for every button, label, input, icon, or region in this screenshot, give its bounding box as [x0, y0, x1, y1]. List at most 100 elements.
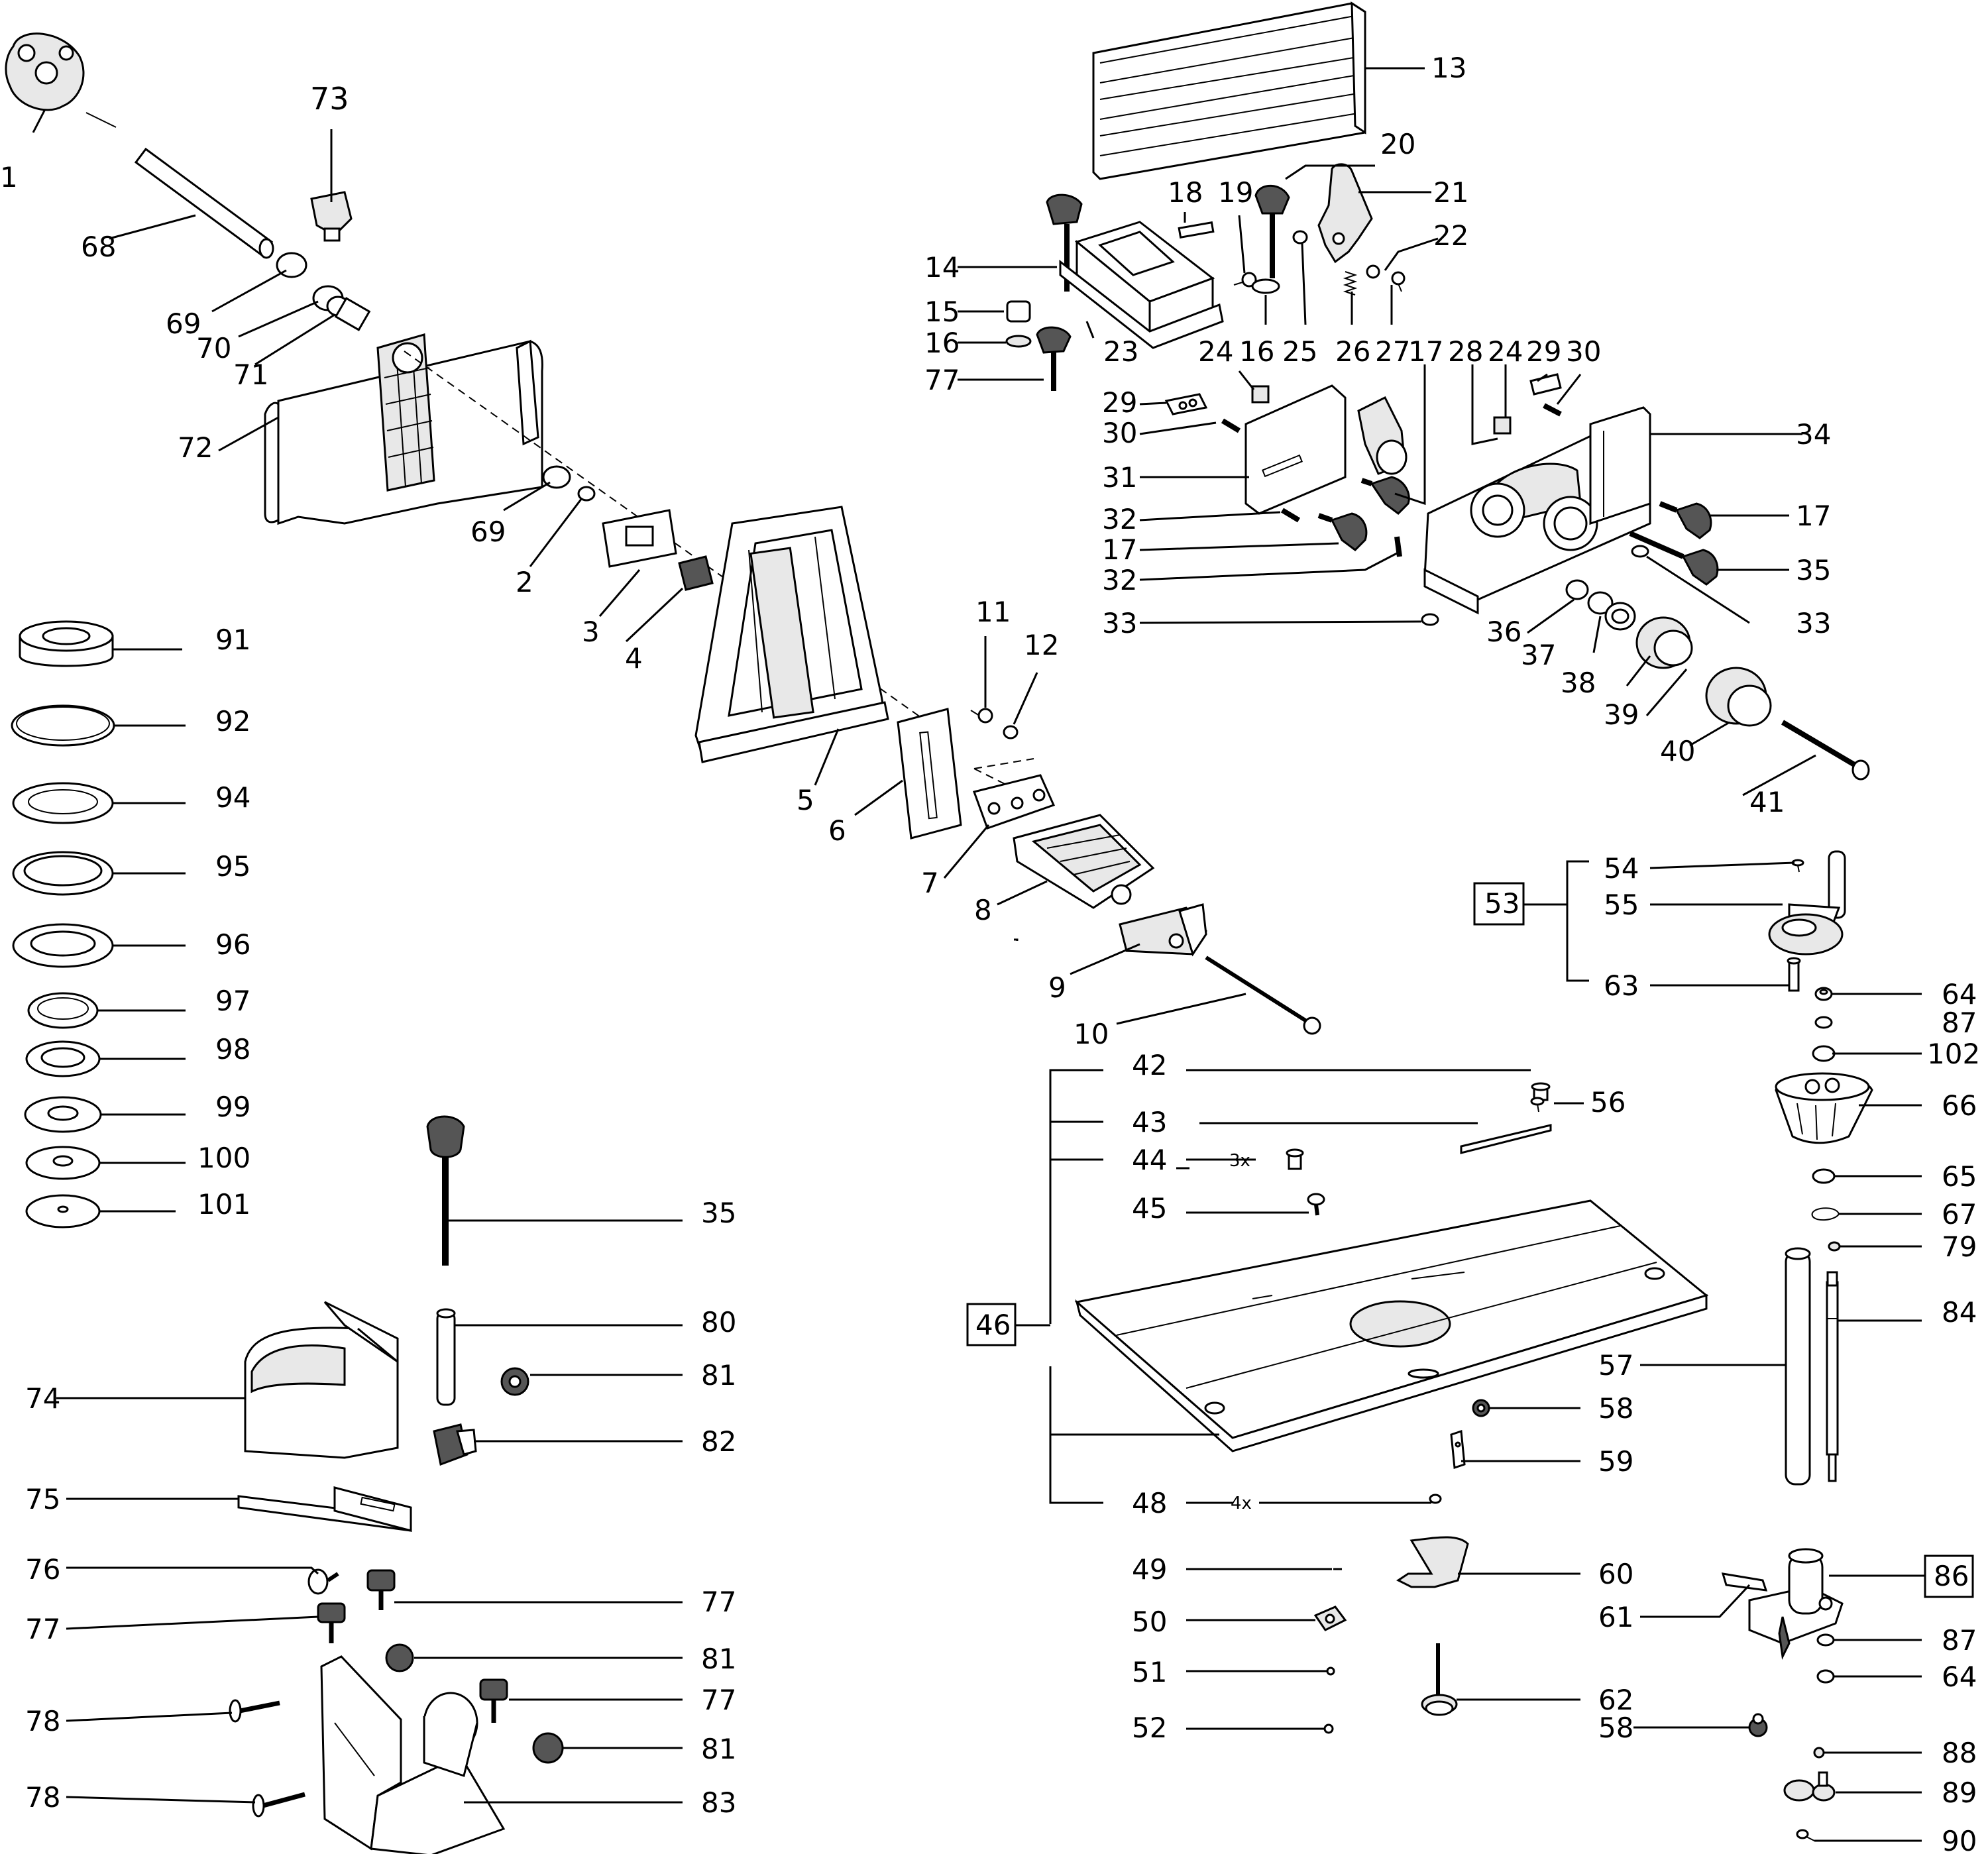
label-67: 67	[1942, 1198, 1977, 1230]
pin-80	[436, 1308, 456, 1406]
label-27: 27	[1375, 335, 1410, 368]
label-44: 44	[1132, 1144, 1167, 1176]
ruler-43	[1460, 1124, 1552, 1154]
label-87a: 87	[1942, 1007, 1977, 1039]
label-8: 8	[974, 894, 992, 926]
bolt-78a	[229, 1699, 280, 1723]
label-102: 102	[1927, 1038, 1980, 1070]
dust-hood-74	[244, 1301, 399, 1459]
label-32b: 32	[1102, 564, 1137, 596]
label-24a: 24	[1198, 335, 1233, 368]
nut-64a	[1814, 987, 1833, 1001]
key-18	[1178, 221, 1215, 239]
knob-17b	[1317, 512, 1368, 551]
label-31: 31	[1102, 461, 1137, 494]
label-88: 88	[1942, 1737, 1977, 1769]
label-43: 43	[1132, 1106, 1167, 1138]
ring-92	[11, 704, 115, 747]
bolt-41	[1781, 720, 1870, 781]
threaded-shaft-84	[1826, 1271, 1839, 1482]
label-29a: 29	[1102, 386, 1137, 419]
washer-33b	[1631, 545, 1649, 558]
label-75: 75	[25, 1483, 60, 1515]
ring-99	[24, 1096, 102, 1133]
part-79	[1828, 1241, 1841, 1252]
threaded-rod-10	[1205, 955, 1321, 1035]
label-55: 55	[1604, 889, 1639, 921]
label-81c: 81	[701, 1733, 736, 1765]
label-35a: 35	[1796, 554, 1831, 586]
ring-94	[12, 782, 114, 824]
clamp-plate-3	[602, 509, 677, 568]
washer-65	[1812, 1168, 1836, 1184]
label-1: 1	[0, 161, 18, 193]
label-3: 3	[582, 616, 600, 648]
label-99: 99	[215, 1091, 250, 1123]
nut-64b	[1816, 1669, 1835, 1684]
mount-plate-31	[1244, 384, 1408, 515]
assembly-box-86	[1924, 1554, 1974, 1598]
label-34: 34	[1796, 418, 1831, 451]
label-48: 48	[1132, 1487, 1167, 1519]
ring-36	[1565, 579, 1589, 600]
label-11: 11	[975, 596, 1011, 628]
frame-5	[694, 506, 889, 763]
label-97: 97	[215, 985, 250, 1017]
label-17a: 17	[1408, 335, 1443, 368]
quantity-48: 4x	[1231, 1494, 1252, 1513]
screw-56	[1530, 1097, 1545, 1113]
washer-12	[1003, 725, 1019, 739]
knob-40	[1705, 667, 1772, 727]
label-58b: 58	[1598, 1712, 1633, 1744]
lever-21	[1317, 163, 1373, 264]
label-78b: 78	[25, 1781, 60, 1814]
nut-39	[1635, 616, 1693, 669]
label-100: 100	[197, 1142, 250, 1174]
label-42: 42	[1132, 1049, 1167, 1081]
label-68: 68	[81, 231, 116, 263]
guide-rod	[134, 147, 274, 259]
label-56: 56	[1590, 1086, 1626, 1118]
ring-37	[1587, 591, 1614, 615]
pin-76	[307, 1568, 339, 1595]
shaft-63	[1787, 957, 1801, 992]
bracket-60	[1396, 1536, 1469, 1588]
label-72: 72	[178, 431, 213, 464]
label-30b: 30	[1566, 335, 1601, 368]
column-57	[1785, 1247, 1811, 1486]
label-7: 7	[921, 867, 939, 899]
screw-32b	[1394, 536, 1402, 557]
pin-62	[1421, 1643, 1458, 1716]
part-51	[1326, 1666, 1335, 1676]
label-33a: 33	[1102, 607, 1137, 639]
nut-15	[1006, 300, 1031, 323]
label-69b: 69	[470, 516, 506, 548]
part-labels: 1 68 73 69 70 71 72 69 2 3 4 5 6 7 8 9 1…	[0, 52, 1980, 1854]
label-91: 91	[215, 624, 250, 656]
screw-19	[1233, 272, 1257, 288]
label-49: 49	[1132, 1553, 1167, 1586]
label-4: 4	[625, 642, 643, 675]
spring-26	[1343, 271, 1358, 296]
part-88	[1813, 1747, 1825, 1759]
washer-33a	[1421, 613, 1439, 626]
head-casting-34	[1423, 406, 1651, 615]
label-82: 82	[701, 1425, 736, 1458]
aluminum-rail-13	[1092, 1, 1366, 180]
leader-lines	[32, 67, 1925, 1842]
crank-55	[1768, 850, 1846, 955]
label-16a: 16	[924, 327, 960, 359]
label-2: 2	[516, 566, 533, 598]
label-36: 36	[1486, 616, 1521, 648]
label-80: 80	[701, 1306, 736, 1338]
ring-95	[12, 851, 114, 896]
screw-58a	[1472, 1399, 1490, 1417]
label-98: 98	[215, 1033, 250, 1065]
label-46: 46	[975, 1309, 1011, 1341]
label-45: 45	[1132, 1192, 1167, 1225]
screw-30a	[1221, 418, 1241, 433]
screw-30b	[1543, 403, 1562, 417]
quantity-44: 3x	[1229, 1151, 1250, 1171]
plate-59	[1450, 1429, 1466, 1470]
nut-48	[1429, 1494, 1442, 1504]
